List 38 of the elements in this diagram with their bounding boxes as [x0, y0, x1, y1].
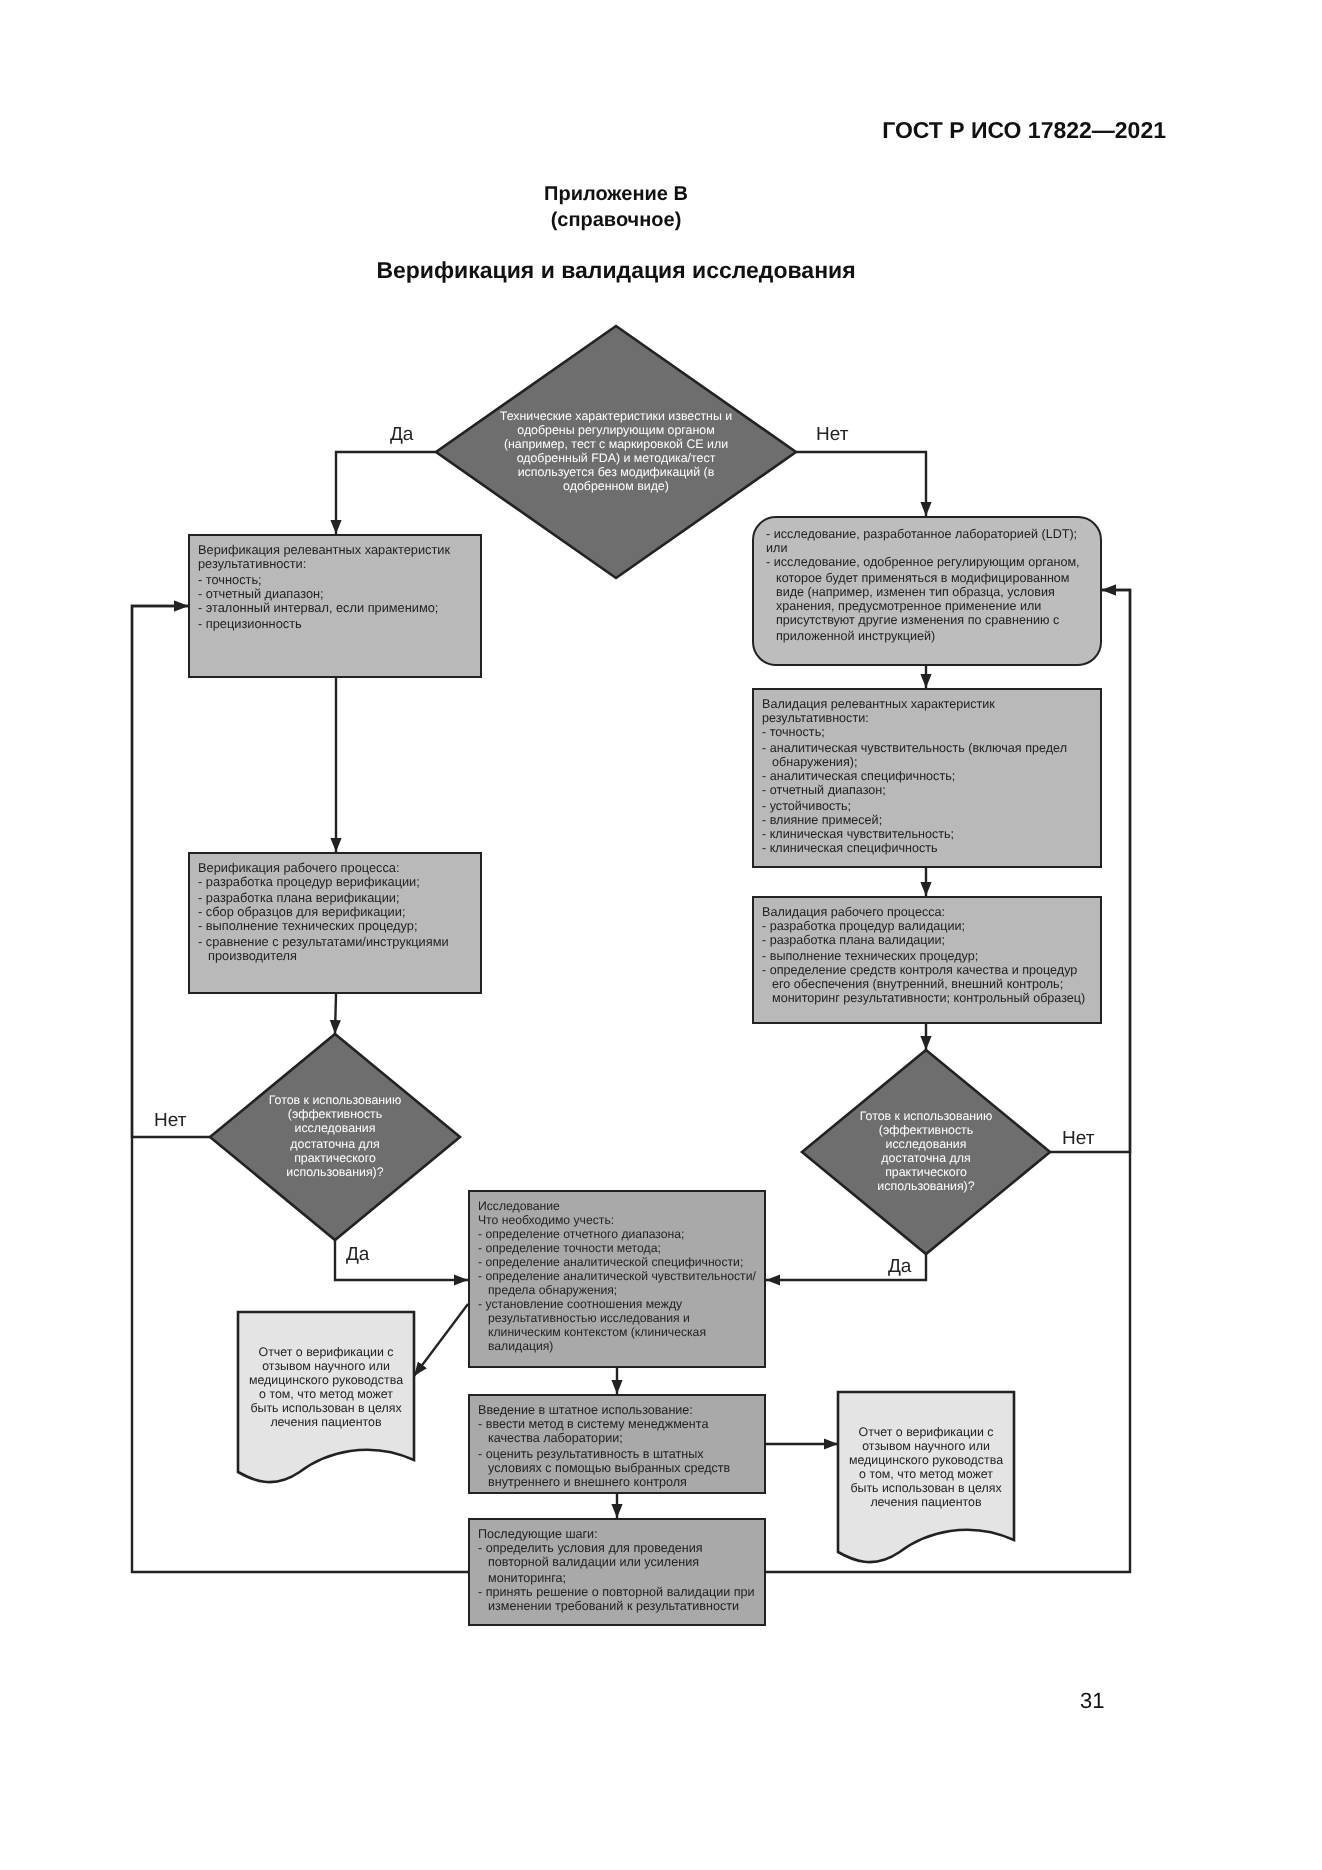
process-box: [468, 1518, 766, 1626]
arrow: [796, 450, 932, 516]
arrow: [611, 1494, 623, 1518]
edge-label: Нет: [152, 1112, 189, 1133]
appendix-note: (справочное): [548, 210, 684, 232]
arrow: [920, 1024, 932, 1050]
document-shape: [838, 1392, 1014, 1564]
decision-diamond: [802, 1050, 1050, 1254]
rounded-process-box: [752, 516, 1102, 666]
arrow: [330, 450, 436, 534]
process-box: [752, 896, 1102, 1024]
arrow: [766, 1254, 928, 1286]
arrow: [920, 868, 932, 896]
arrow: [333, 1240, 468, 1286]
process-box: [468, 1190, 766, 1368]
arrow: [766, 584, 1132, 1574]
diagram-title: Верификация и валидация исследования: [374, 260, 858, 284]
process-box: [752, 688, 1102, 868]
document-shape: [238, 1312, 414, 1484]
decision-diamond: [210, 1034, 460, 1240]
standard-number: ГОСТ Р ИСО 17822—2021: [882, 120, 1166, 144]
process-box: [188, 534, 482, 678]
edge-label: Да: [388, 426, 416, 447]
edge-label: Нет: [814, 426, 851, 447]
arrow: [413, 1303, 469, 1377]
process-box: [188, 852, 482, 994]
arrow: [130, 600, 468, 1574]
edge-label: Да: [344, 1246, 372, 1267]
arrow: [330, 678, 342, 852]
appendix-heading: Приложение В: [542, 184, 690, 206]
edge-label: Да: [886, 1258, 914, 1279]
arrow: [920, 666, 932, 688]
edge-label: Нет: [1060, 1130, 1097, 1151]
process-box: [468, 1394, 766, 1494]
arrow: [766, 1438, 838, 1450]
page-number: 31: [1080, 1690, 1105, 1714]
arrow: [329, 993, 341, 1035]
arrow: [611, 1368, 623, 1394]
